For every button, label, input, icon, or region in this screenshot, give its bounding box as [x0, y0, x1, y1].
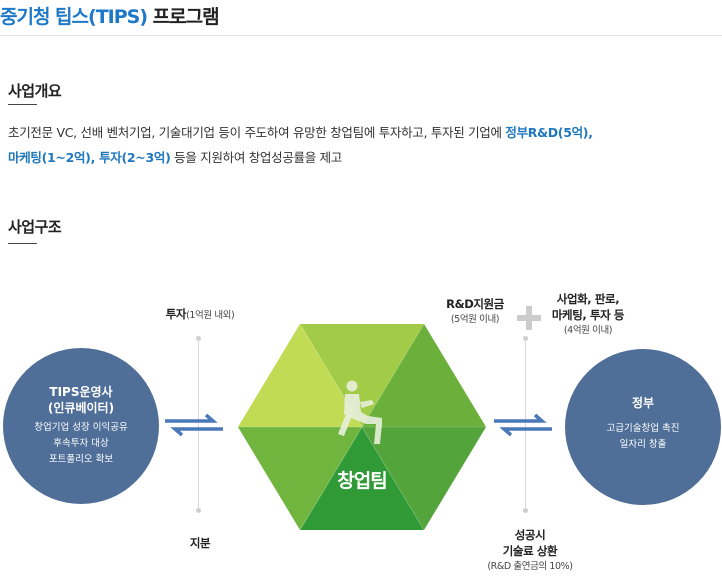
commercialization-amount: (4억원 이내)	[563, 325, 613, 336]
rnd-grant-amount: (5억원 이내)	[450, 314, 500, 325]
commercialization-title-1: 사업화, 판로,	[556, 292, 620, 306]
government-circle: 정부 고급기술창업 촉진 일자리 창출	[565, 349, 721, 505]
connector-dot	[196, 508, 201, 513]
tips-operator-benefit: 포트폴리오 확보	[48, 454, 114, 465]
title-divider	[0, 35, 722, 36]
structure-heading-underline	[8, 243, 37, 244]
commercialization-label: 사업화, 판로, 마케팅, 투자 등 (4억원 이내)	[538, 291, 638, 339]
government-benefit: 일자리 창출	[619, 439, 667, 450]
overview-highlight-2: 마케팅(1~2억), 투자(2~3억)	[8, 150, 171, 165]
government-title: 정부	[631, 396, 655, 410]
startup-team-hexagon	[238, 323, 486, 531]
startup-team-label: 창업팀	[337, 470, 387, 492]
rnd-grant-label: R&D지원금 (5억원 이내)	[430, 296, 520, 328]
exchange-arrows-icon	[494, 413, 552, 437]
tips-operator-title: TIPS운영사	[49, 385, 113, 399]
right-connector-line	[525, 340, 526, 510]
connector-dot	[523, 336, 528, 341]
page-title-rest: 프로그램	[147, 6, 220, 28]
page-title-accent: 중기청 팁스(TIPS)	[0, 6, 148, 28]
commercialization-title-2: 마케팅, 투자 등	[551, 308, 625, 322]
tips-operator-subtitle: (인큐베이터)	[47, 401, 115, 415]
investment-label-bold: 투자	[165, 307, 187, 321]
page-title: 중기청 팁스(TIPS) 프로그램	[0, 2, 220, 29]
government-benefits: 고급기술창업 촉진 일자리 창출	[565, 421, 721, 453]
royalty-title-1: 성공시	[514, 528, 546, 542]
tips-operator-benefit: 후속투자 대상	[53, 438, 109, 449]
structure-heading: 사업구조	[8, 218, 62, 236]
government-benefit: 고급기술창업 촉진	[606, 423, 680, 434]
royalty-rate: (R&D 출연금의 10%)	[487, 561, 573, 572]
connector-dot	[523, 508, 528, 513]
overview-heading-underline	[8, 104, 37, 105]
tips-operator-circle: TIPS운영사 (인큐베이터) 창업기업 성장 이익공유 후속투자 대상 포트폴…	[3, 348, 159, 504]
overview-text-1: 초기전문 VC, 선배 벤처기업, 기술대기업 등이 주도하여 유망한 창업팀에…	[8, 125, 506, 140]
seated-person-icon	[338, 380, 382, 444]
connector-dot	[196, 336, 201, 341]
rnd-grant-title: R&D지원금	[446, 297, 504, 311]
equity-label-text: 지분	[189, 536, 211, 550]
overview-text: 초기전문 VC, 선배 벤처기업, 기술대기업 등이 주도하여 유망한 창업팀에…	[8, 120, 708, 170]
royalty-title-2: 기술료 상환	[502, 544, 558, 558]
exchange-arrows-icon	[165, 413, 223, 437]
plus-icon	[517, 306, 541, 330]
royalty-label: 성공시 기술료 상환 (R&D 출연금의 10%)	[470, 527, 590, 575]
tips-operator-benefits: 창업기업 성장 이익공유 후속투자 대상 포트폴리오 확보	[3, 420, 159, 468]
investment-label: 투자(1억원 내외)	[150, 306, 250, 324]
overview-highlight-1: 정부R&D(5억),	[505, 125, 593, 140]
overview-heading: 사업개요	[8, 82, 62, 100]
equity-label: 지분	[170, 535, 230, 551]
overview-text-2: 등을 지원하여 창업성공률을 제고	[170, 150, 342, 165]
tips-operator-benefit: 창업기업 성장 이익공유	[34, 422, 128, 433]
investment-label-amount: (1억원 내외)	[186, 310, 235, 321]
left-connector-line	[198, 340, 199, 510]
